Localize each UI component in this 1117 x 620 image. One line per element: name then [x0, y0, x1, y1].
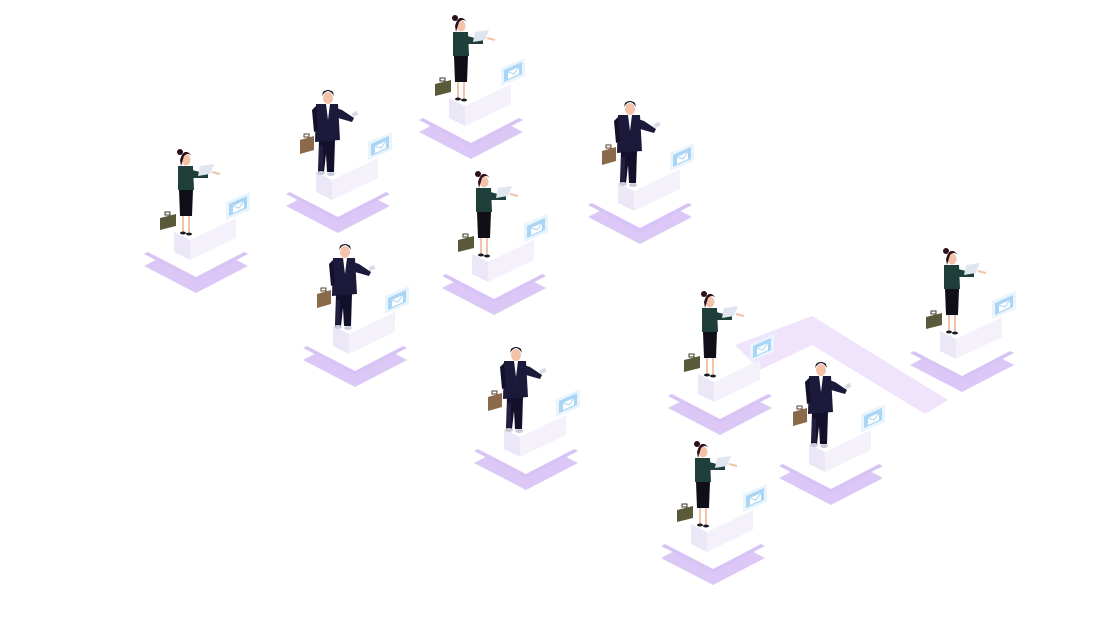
workstation-6: [303, 244, 409, 387]
desk-side: [809, 444, 825, 472]
monitor-envelope-icon: [556, 389, 580, 417]
workstation-8: [668, 291, 774, 435]
desk: [488, 240, 534, 282]
monitor-envelope-icon: [750, 334, 774, 362]
businessman-icon: [312, 90, 359, 176]
workstation-9: [779, 362, 885, 505]
briefcase-icon: [488, 390, 502, 411]
workstation-1: [144, 149, 250, 293]
briefcase-icon: [926, 310, 942, 329]
briefcase-icon: [677, 503, 693, 522]
businessman-icon: [500, 347, 547, 433]
workstation-3: [419, 15, 525, 159]
desk-side: [449, 98, 465, 126]
businesswoman-icon: [943, 248, 987, 335]
desk-side: [504, 429, 520, 457]
desk-side: [316, 172, 332, 200]
briefcase-icon: [684, 353, 700, 372]
workstation-4: [588, 101, 694, 244]
desk: [190, 218, 236, 260]
desk: [349, 312, 395, 354]
monitor-envelope-icon: [992, 291, 1016, 319]
briefcase-icon: [435, 77, 451, 96]
businesswoman-icon: [701, 291, 745, 378]
briefcase-icon: [602, 144, 616, 165]
desk-side: [940, 331, 956, 359]
monitor-envelope-icon: [368, 132, 392, 160]
businessman-icon: [805, 362, 852, 448]
briefcase-icon: [317, 287, 331, 308]
monitor-envelope-icon: [861, 404, 885, 432]
desk: [634, 169, 680, 211]
monitor-envelope-icon: [670, 143, 694, 171]
workstation-5: [442, 171, 548, 315]
monitor-envelope-icon: [226, 192, 250, 220]
desk: [707, 510, 753, 552]
briefcase-icon: [300, 133, 314, 154]
workstation-2: [286, 90, 392, 233]
desk-side: [174, 232, 190, 260]
businessman-icon: [329, 244, 376, 330]
desk: [825, 430, 871, 472]
businesswoman-icon: [475, 171, 519, 258]
monitor-envelope-icon: [524, 214, 548, 242]
businessman-icon: [614, 101, 661, 187]
desk-side: [698, 374, 714, 402]
businesswoman-icon: [177, 149, 221, 236]
workstation-7: [474, 347, 580, 490]
businesswoman-icon: [694, 441, 738, 528]
desk: [714, 360, 760, 402]
desk-side: [472, 254, 488, 282]
workstation-11: [661, 441, 767, 585]
desk: [956, 317, 1002, 359]
briefcase-icon: [458, 233, 474, 252]
desk-side: [691, 524, 707, 552]
monitor-envelope-icon: [385, 286, 409, 314]
monitor-envelope-icon: [743, 484, 767, 512]
briefcase-icon: [793, 405, 807, 426]
desk-side: [333, 326, 349, 354]
monitor-envelope-icon: [501, 58, 525, 86]
desk: [332, 158, 378, 200]
connector-path: [735, 316, 948, 414]
workstation-10: [910, 248, 1016, 392]
briefcase-icon: [160, 211, 176, 230]
desk-side: [618, 183, 634, 211]
desk: [520, 415, 566, 457]
businesswoman-icon: [452, 15, 496, 102]
desk: [465, 84, 511, 126]
